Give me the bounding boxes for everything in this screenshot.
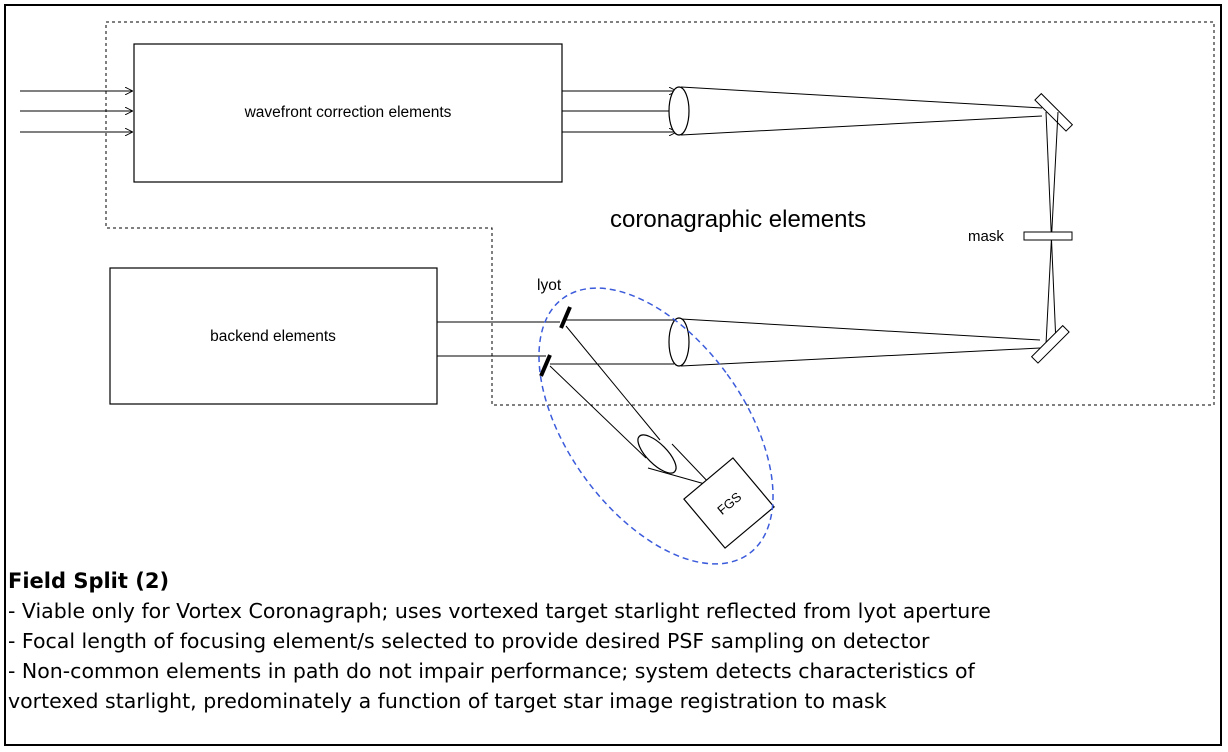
lower-lens: [668, 317, 690, 367]
upper-beam-to-mirror: [680, 86, 1043, 136]
coronagraphic-elements-label: coronagraphic elements: [610, 206, 866, 233]
wavefront-correction-box: [133, 43, 563, 183]
upper-lens: [668, 86, 690, 136]
caption-line: - Non-common elements in path do not imp…: [8, 659, 975, 683]
caption-block: Field Split (2) - Viable only for Vortex…: [8, 566, 1218, 716]
mask-label: mask: [968, 228, 1004, 245]
caption-line: - Viable only for Vortex Coronagraph; us…: [8, 599, 991, 623]
field-split-highlight: [538, 287, 774, 565]
lyot-to-backend-beams: [437, 321, 560, 357]
fgs-box: FGS: [683, 457, 775, 549]
backend-elements-label: backend elements: [210, 328, 336, 345]
bottom-fold-mirror: [1030, 324, 1070, 364]
mask-element: [1023, 231, 1073, 241]
lower-beam-to-lens: [680, 318, 1041, 367]
backend-elements-box: [109, 267, 438, 405]
lyot-stop: [539, 306, 572, 377]
lyot-to-fgs-beams: [549, 325, 661, 459]
fgs-converging-beam: [647, 443, 713, 487]
caption-line: - Focal length of focusing element/s sel…: [8, 629, 930, 653]
slide-frame: [4, 4, 1222, 746]
top-fold-mirror: [1034, 92, 1074, 132]
lyot-label: lyot: [537, 277, 562, 294]
caption-line: vortexed starlight, predominately a func…: [8, 689, 887, 713]
fgs-focusing-lens: [637, 434, 677, 474]
lens-to-lyot-beams: [550, 319, 674, 365]
input-beams: [20, 91, 132, 132]
wavefront-output-beams: [562, 91, 676, 132]
wavefront-correction-label: wavefront correction elements: [244, 104, 452, 121]
vertical-beams: [1045, 111, 1059, 345]
caption-title: Field Split (2): [8, 569, 170, 593]
